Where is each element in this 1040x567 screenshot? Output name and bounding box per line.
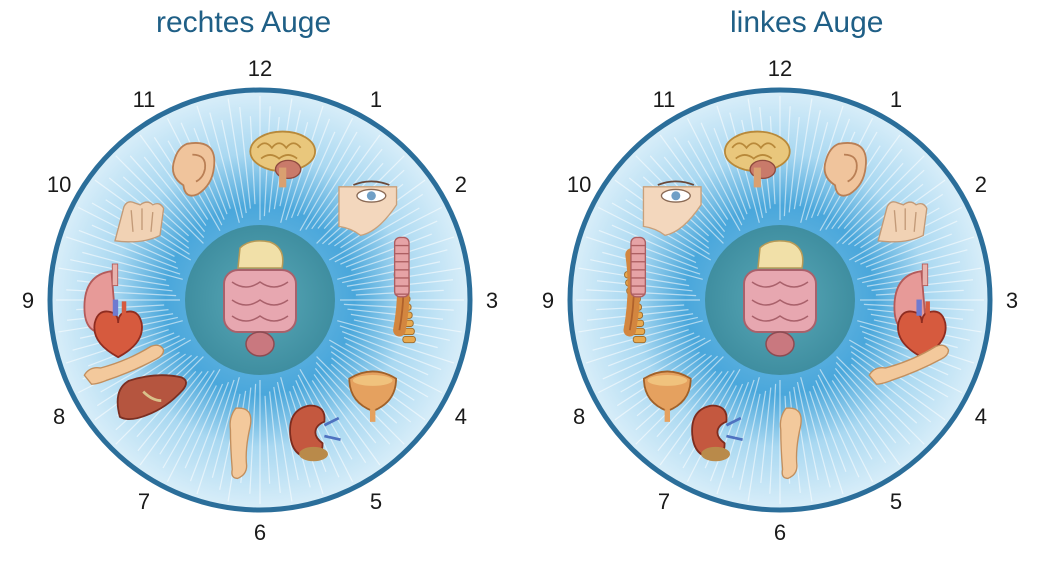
iris-diagram: 121234567891011 [520,52,1040,562]
clock-number-8: 8 [53,404,65,429]
left-iris-chart: 121234567891011 [520,52,1040,562]
clock-number-5: 5 [370,489,382,514]
trachea-icon [395,237,409,296]
clock-number-5: 5 [890,489,902,514]
clock-number-1: 1 [370,87,382,112]
clock-number-6: 6 [774,520,786,545]
clock-number-7: 7 [658,489,670,514]
trachea-icon [631,237,645,296]
clock-number-2: 2 [975,172,987,197]
clock-number-9: 9 [22,288,34,313]
right-iris-chart: 121234567891011 [0,52,520,562]
right-eye-title: rechtes Auge [156,6,331,40]
clock-number-6: 6 [254,520,266,545]
clock-number-11: 11 [133,87,156,112]
clock-number-4: 4 [455,404,467,429]
iris-diagram: 121234567891011 [0,52,520,562]
clock-number-3: 3 [486,288,498,313]
clock-number-8: 8 [573,404,585,429]
clock-number-1: 1 [890,87,902,112]
clock-number-12: 12 [768,56,792,81]
clock-number-4: 4 [975,404,987,429]
left-eye-title: linkes Auge [730,6,883,40]
clock-number-10: 10 [567,172,591,197]
clock-number-9: 9 [542,288,554,313]
clock-number-11: 11 [653,87,676,112]
clock-number-3: 3 [1006,288,1018,313]
clock-number-10: 10 [47,172,71,197]
clock-number-7: 7 [138,489,150,514]
clock-number-2: 2 [455,172,467,197]
clock-number-12: 12 [248,56,272,81]
